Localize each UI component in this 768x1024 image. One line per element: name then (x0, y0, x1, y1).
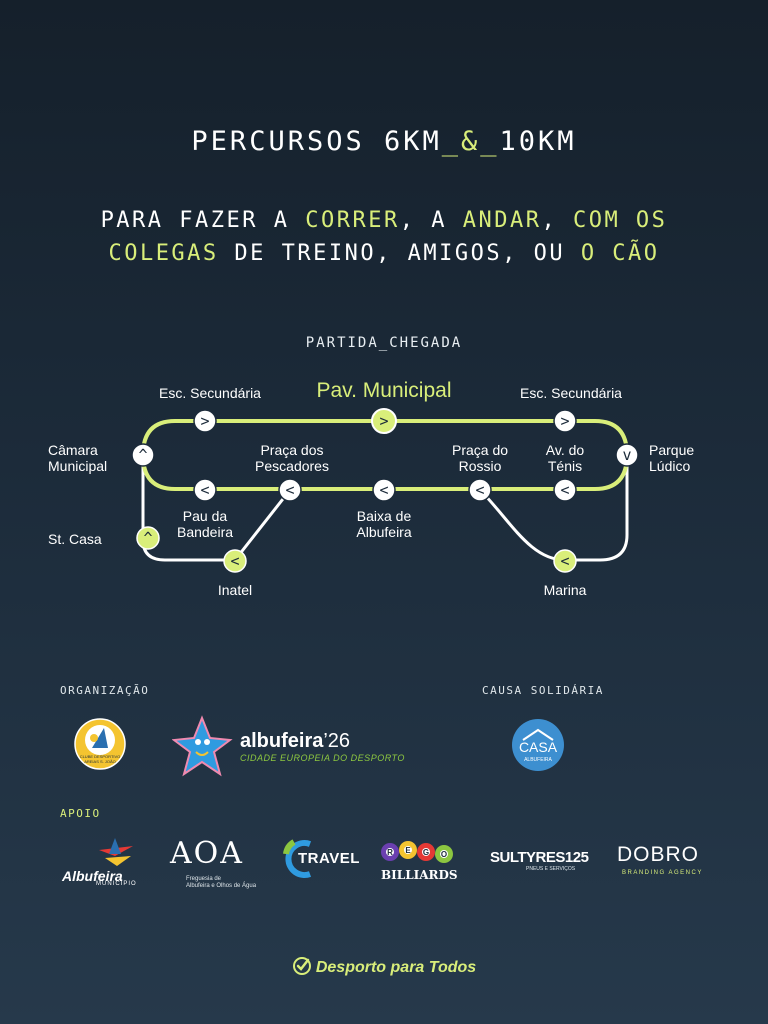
stop-esc-secundaria-right: Esc. Secundária (520, 385, 622, 401)
route-arrow-left-icon (278, 478, 302, 502)
marker-esc-left: > (193, 409, 217, 433)
arrow-glyph: < (379, 481, 388, 499)
stop-pav-municipal: Pav. Municipal (316, 379, 452, 402)
marker-pescadores: < (278, 478, 302, 502)
subtitle-line-1: PARA FAZER A CORRER, A ANDAR, COM OS (100, 208, 668, 233)
arrow-glyph: < (560, 552, 569, 570)
dobro-logo: DOBRO (617, 843, 700, 866)
title-amp: _&_ (441, 126, 500, 157)
club-logo-text: CLUBE DESPORTIVO (80, 754, 121, 759)
stop-inatel: Inatel (217, 582, 253, 598)
casa-albufeira-logo: CASA ALBUFEIRA (512, 719, 564, 771)
marker-camara: ^ (131, 443, 155, 467)
albufeira26-tagline: CIDADE EUROPEIA DO DESPORTO (240, 753, 405, 763)
route-arrow-left-icon (553, 549, 577, 573)
section-causa-solidaria: CAUSA SOLIDÁRIA (482, 684, 604, 697)
stop-st-casa: St. Casa (48, 531, 102, 547)
page-title: PERCURSOS 6KM_&_10KM (191, 126, 577, 157)
route-arrow-up-icon (131, 443, 155, 467)
subtitle-line-2: COLEGAS DE TREINO, AMIGOS, OU O CÃO (108, 241, 660, 266)
route-arrow-left-icon (372, 478, 396, 502)
aoa-logo: AOA (170, 836, 244, 871)
c-travel-logo: TRAVEL (298, 850, 360, 867)
arrow-glyph: v (622, 446, 631, 464)
arrow-glyph: < (560, 481, 569, 499)
marker-pav: > (371, 408, 397, 434)
casa-logo-text: CASA (519, 739, 558, 755)
route-arrow-down-icon (615, 443, 639, 467)
marker-stcasa: ^ (136, 526, 160, 550)
sultyres-subtitle: PNEUS E SERVIÇOS (526, 866, 576, 872)
albufeira-municipio-star-icon (99, 838, 133, 866)
marker-esc-right: > (553, 409, 577, 433)
route-inatel-line (233, 488, 292, 562)
start-finish-label: PARTIDA_CHEGADA (305, 335, 463, 351)
arrow-glyph: < (285, 481, 294, 499)
route-arrow-left-icon (193, 478, 217, 502)
rego-balls-icon: R E G O (381, 841, 453, 863)
arrow-glyph: ^ (143, 529, 152, 547)
billiards-logo: BILLIARDS (381, 868, 458, 882)
marker-tenis: < (553, 478, 577, 502)
arrow-glyph: > (200, 412, 209, 430)
club-logo: CLUBE DESPORTIVO AREIAS S. JOÃO (74, 718, 126, 770)
sultyres-logo: SULTYRES125 (490, 849, 589, 866)
footer-slogan: Desporto para Todos (0, 956, 768, 977)
arrow-glyph: > (379, 412, 388, 430)
rego-letter: O (441, 850, 447, 859)
route-arrow-right-icon (193, 409, 217, 433)
route-arrow-left-icon (553, 478, 577, 502)
club-logo-text: AREIAS S. JOÃO (84, 759, 116, 764)
route-arrow-left-icon (468, 478, 492, 502)
route-main-loop (140, 419, 630, 491)
stop-marina: Marina (543, 582, 587, 598)
albufeira-municipio-logo: Albufeira (62, 868, 123, 884)
section-apoio: APOIO (60, 807, 101, 820)
arrow-glyph: ^ (138, 446, 147, 464)
casa-logo-subtext: ALBUFEIRA (524, 757, 552, 763)
arrow-glyph: < (200, 481, 209, 499)
marker-inatel: < (223, 549, 247, 573)
arrow-glyph: < (230, 552, 239, 570)
stop-esc-secundaria-left: Esc. Secundária (159, 385, 261, 401)
albufeira-municipio-subtitle: MUNICÍPIO (96, 881, 137, 887)
dobro-subtitle: BRANDING AGENCY (622, 870, 703, 876)
route-arrow-left-icon (223, 549, 247, 573)
rego-letter: G (423, 848, 429, 857)
route-arrow-right-icon (371, 408, 397, 434)
marker-baixa: < (372, 478, 396, 502)
section-organizacao: ORGANIZAÇÃO (60, 684, 150, 697)
rego-letter: R (387, 848, 393, 857)
check-circle-icon (292, 957, 311, 975)
arrow-glyph: > (560, 412, 569, 430)
rego-letter: E (405, 846, 411, 855)
c-travel-icon (283, 839, 312, 878)
route-arrow-up-icon (136, 526, 160, 550)
route-arrow-right-icon (553, 409, 577, 433)
arrow-glyph: < (475, 481, 484, 499)
marker-marina: < (553, 549, 577, 573)
albufeira26-logo: albufeira’26 (240, 730, 351, 752)
marker-parque: v (615, 443, 639, 467)
marker-rossio: < (468, 478, 492, 502)
marker-pau: < (193, 478, 217, 502)
albufeira26-star-mascot-icon (172, 715, 233, 777)
